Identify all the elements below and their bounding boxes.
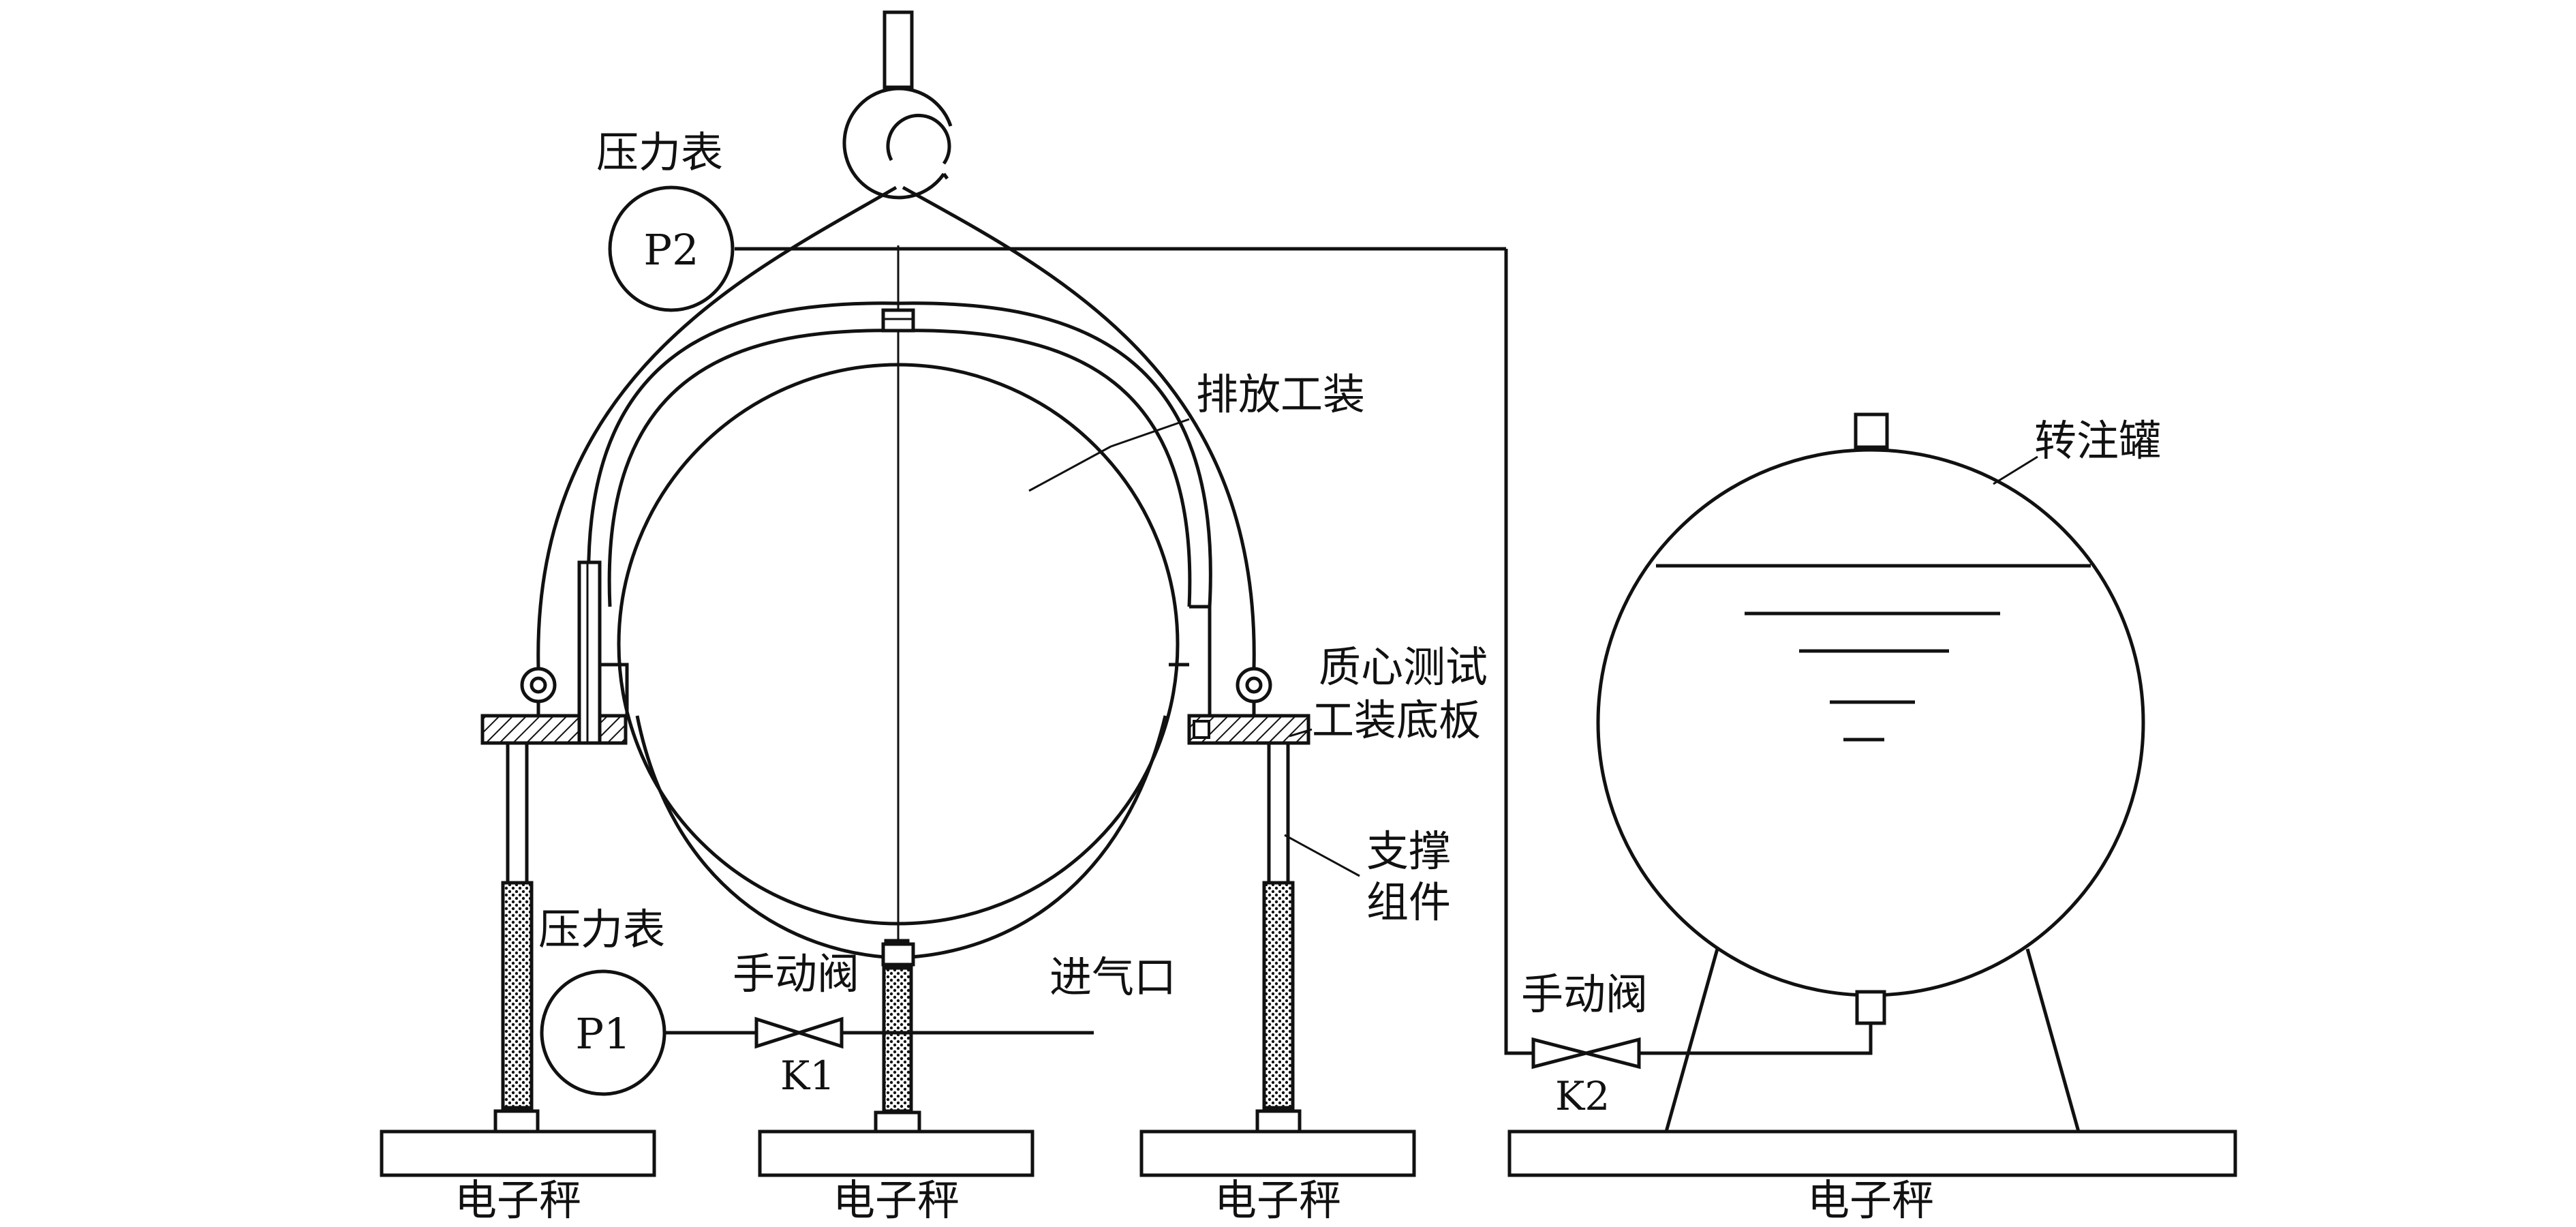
- text-labels: 压力表 排放工装 转注罐 质心测试 工装底板 支撑 组件 压力表 手动阀 K1 …: [455, 127, 2161, 1225]
- transfer-tank-label: 转注罐: [2034, 416, 2161, 466]
- scale-left: [380, 1130, 656, 1177]
- manual-valve-right-label: 手动阀: [1521, 969, 1648, 1019]
- pressure-gauge-p2: P2: [608, 185, 735, 312]
- support-leg-left: [493, 741, 540, 1134]
- valve-k2-label: K2: [1555, 1073, 1610, 1119]
- lifting-eye-right: [1236, 667, 1272, 716]
- scale-3-label: 电子秤: [1214, 1175, 1341, 1225]
- leader-lines: [1028, 418, 2038, 877]
- discharge-fixture: [577, 301, 1212, 745]
- transfer-tank: [1596, 412, 2145, 1132]
- support-label-2: 组件: [1366, 877, 1451, 927]
- lifting-eye-left: [520, 667, 557, 716]
- valve-k1-label: K1: [780, 1052, 835, 1099]
- gauge-p2-label: P2: [643, 225, 699, 275]
- piping: [664, 247, 1873, 1055]
- scale-1-label: 电子秤: [455, 1175, 581, 1225]
- support-label-1: 支撑: [1366, 826, 1451, 876]
- test-sphere: [617, 308, 1180, 967]
- valve-k1[interactable]: [754, 1016, 844, 1049]
- pressure-gauge-bottom-label: 压力表: [538, 905, 665, 954]
- scale-right: [1139, 1130, 1416, 1177]
- pressure-gauge-p1: P1: [540, 969, 666, 1096]
- valve-k2[interactable]: [1531, 1037, 1641, 1070]
- scale-4-label: 电子秤: [1807, 1175, 1934, 1225]
- cg-test-base-label-1: 质心测试: [1319, 642, 1488, 692]
- cg-test-base-label-2: 工装底板: [1312, 695, 1481, 745]
- pressure-gauge-top-label: 压力表: [596, 127, 723, 177]
- gauge-p1-label: P1: [575, 1009, 630, 1059]
- scale-2-label: 电子秤: [833, 1175, 960, 1225]
- lifting-slings: [536, 185, 1256, 669]
- support-leg-right: [1255, 741, 1302, 1134]
- support-leg-center: [874, 939, 921, 1134]
- air-inlet-label: 进气口: [1049, 952, 1176, 1002]
- lifting-hook: [842, 10, 953, 200]
- scale-tank: [1507, 1130, 2237, 1177]
- discharge-fixture-label: 排放工装: [1196, 369, 1365, 419]
- scale-center: [758, 1130, 1034, 1177]
- manual-valve-left-label: 手动阀: [733, 949, 859, 999]
- base-plate-left: [480, 714, 628, 745]
- base-plate-right: [1187, 714, 1310, 745]
